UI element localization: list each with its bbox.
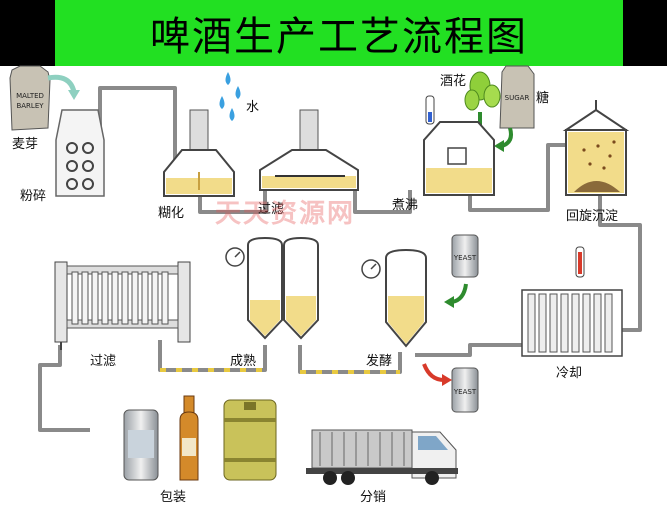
label-sugar: 糖 bbox=[536, 91, 550, 106]
pipe-cooler-ferment bbox=[415, 343, 525, 357]
thermometer-icon bbox=[425, 95, 435, 125]
yeast-text-top: YEAST bbox=[453, 254, 477, 262]
label-filter-2: 过滤 bbox=[90, 354, 117, 369]
label-whirlpool: 回旋沉淀 bbox=[566, 209, 619, 224]
label-malt: 麦芽 bbox=[12, 137, 39, 152]
pipe-crush-mash bbox=[98, 86, 177, 175]
brew-kettle bbox=[423, 121, 495, 196]
yeast-arrow-out bbox=[442, 374, 452, 386]
malt-sack-text-1: MALTED bbox=[16, 92, 44, 100]
heat-exchanger bbox=[521, 289, 623, 357]
label-mash: 糊化 bbox=[158, 206, 185, 221]
pipe-filter-boil bbox=[353, 190, 412, 214]
page-title: 啤酒生产工艺流程图 bbox=[150, 14, 528, 60]
delivery-truck-icon bbox=[306, 429, 458, 485]
pipe-boil-whirlpool bbox=[468, 143, 570, 212]
pipes bbox=[38, 86, 642, 432]
label-hops: 酒花 bbox=[440, 74, 467, 89]
yeast-canister-top: YEAST bbox=[451, 234, 479, 278]
sugar-arrow bbox=[494, 140, 504, 152]
title-bar: 啤酒生产工艺流程图 bbox=[55, 0, 623, 66]
yeast-canister-bottom: YEAST bbox=[451, 367, 479, 413]
malt-sack: MALTED BARLEY bbox=[9, 65, 51, 131]
label-mature: 成熟 bbox=[230, 354, 257, 369]
label-crush: 粉碎 bbox=[20, 189, 47, 204]
thermometer-icon-2 bbox=[575, 246, 585, 278]
malt-arrow bbox=[47, 74, 77, 93]
malt-sack-text-2: BARLEY bbox=[16, 102, 44, 110]
pipe-mash-filter bbox=[198, 188, 267, 214]
yeast-arrow-in bbox=[444, 296, 454, 308]
label-cooling: 冷却 bbox=[556, 366, 583, 381]
label-ferment: 发酵 bbox=[366, 354, 393, 369]
crusher bbox=[55, 109, 105, 197]
label-boil: 煮沸 bbox=[392, 198, 419, 213]
beer-keg-icon bbox=[223, 399, 277, 481]
sugar-sack: SUGAR bbox=[499, 65, 535, 129]
label-distribute: 分销 bbox=[360, 490, 387, 505]
lauter-tun bbox=[259, 109, 359, 191]
yeast-text-bottom: YEAST bbox=[453, 388, 477, 396]
label-water: 水 bbox=[246, 100, 260, 115]
beer-bottle-icon bbox=[179, 395, 199, 481]
mash-tun bbox=[163, 109, 235, 197]
label-filter-1: 过滤 bbox=[258, 202, 285, 217]
whirlpool-tank bbox=[562, 100, 630, 196]
pipe-whirlpool-cooler bbox=[598, 195, 642, 332]
sugar-sack-text: SUGAR bbox=[505, 94, 530, 102]
watermark: 天天资源网 bbox=[215, 199, 356, 229]
water-drops-icon bbox=[219, 72, 241, 121]
maturation-tanks bbox=[225, 236, 319, 340]
filter-press bbox=[54, 261, 191, 350]
title-banner: 啤酒生产工艺流程图 bbox=[0, 0, 667, 66]
label-package: 包装 bbox=[160, 490, 187, 505]
beer-can-icon bbox=[123, 409, 159, 481]
hops-icon bbox=[464, 71, 501, 111]
fermenter bbox=[361, 248, 427, 348]
pipe-filter-package bbox=[38, 345, 90, 432]
